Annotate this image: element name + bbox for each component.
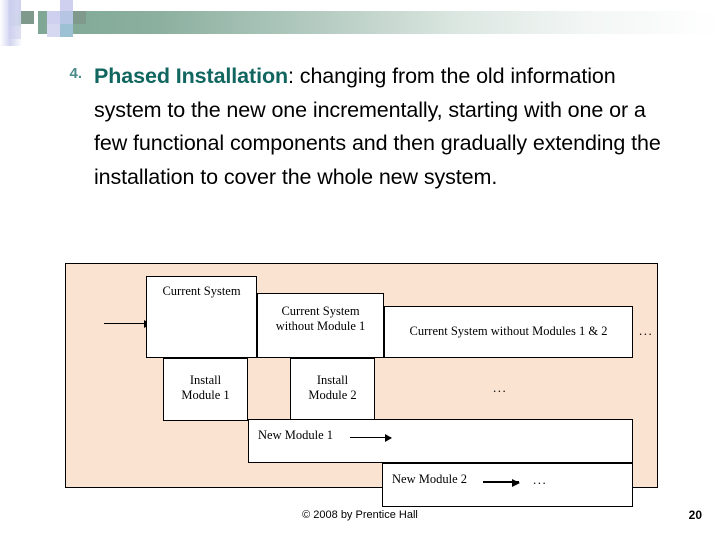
box-install-module-1-line1: Install	[189, 373, 222, 387]
deco-square-8	[60, 24, 73, 37]
ellipsis-top-right: ...	[639, 323, 654, 338]
deco-square-9	[60, 0, 73, 11]
footer-copyright: © 2008 by Prentice Hall	[302, 509, 418, 521]
bullet-block: 4. Phased Installation: changing from th…	[44, 60, 664, 194]
deco-square-13	[34, 34, 47, 46]
box-install-module-2-line1: Install	[316, 373, 349, 387]
box-new-module-2-label: New Module 2	[392, 472, 467, 486]
bullet-body: : changing from the old information syst…	[94, 64, 661, 189]
page-number: 20	[688, 508, 702, 522]
box-cs-wo-m1m2-label: Current System without Modules 1 & 2	[409, 324, 608, 338]
deco-square-14	[60, 37, 86, 46]
box-cs-wo-m1-label-line1: Current System	[281, 304, 360, 318]
box-current-system: Current System	[146, 276, 257, 358]
box-install-module-1: Install Module 1	[163, 358, 248, 421]
arrow-new-module-1-icon	[350, 434, 392, 442]
box-current-system-without-modules-1-and-2: Current System without Modules 1 & 2	[384, 306, 633, 358]
box-current-system-without-module-1: Current System without Module 1	[257, 293, 384, 358]
box-current-system-label: Current System	[162, 284, 241, 298]
phased-installation-diagram: Current System Current System without Mo…	[65, 263, 658, 507]
deco-square-7	[47, 24, 60, 37]
box-install-module-2-line2: Module 2	[308, 388, 357, 402]
header-left-fade	[0, 0, 22, 46]
box-new-module-2: New Module 2 ...	[382, 463, 633, 507]
deco-square-11	[73, 11, 86, 24]
deco-square-4	[21, 11, 34, 24]
deco-square-12	[47, 37, 60, 46]
slide-header-decoration	[0, 0, 720, 46]
arrow-new-module-2-icon	[483, 478, 520, 487]
box-cs-wo-m1-label-line2: without Module 1	[275, 319, 366, 333]
deco-square-6	[47, 11, 60, 24]
bullet-text: Phased Installation: changing from the o…	[94, 60, 664, 194]
deco-square-5	[34, 0, 47, 11]
header-gradient-bar	[38, 11, 720, 34]
box-install-module-2: Install Module 2	[290, 358, 375, 421]
bullet-number: 4.	[69, 65, 82, 82]
box-new-module-1: New Module 1	[248, 419, 633, 463]
deco-square-10	[60, 11, 73, 24]
box-new-module-1-label: New Module 1	[258, 428, 333, 442]
box-install-module-1-line2: Module 1	[181, 388, 230, 402]
ellipsis-bottom: ...	[533, 472, 548, 487]
ellipsis-middle: ...	[493, 380, 508, 395]
arrow-entry-icon	[104, 320, 151, 328]
bullet-term: Phased Installation	[94, 64, 289, 88]
